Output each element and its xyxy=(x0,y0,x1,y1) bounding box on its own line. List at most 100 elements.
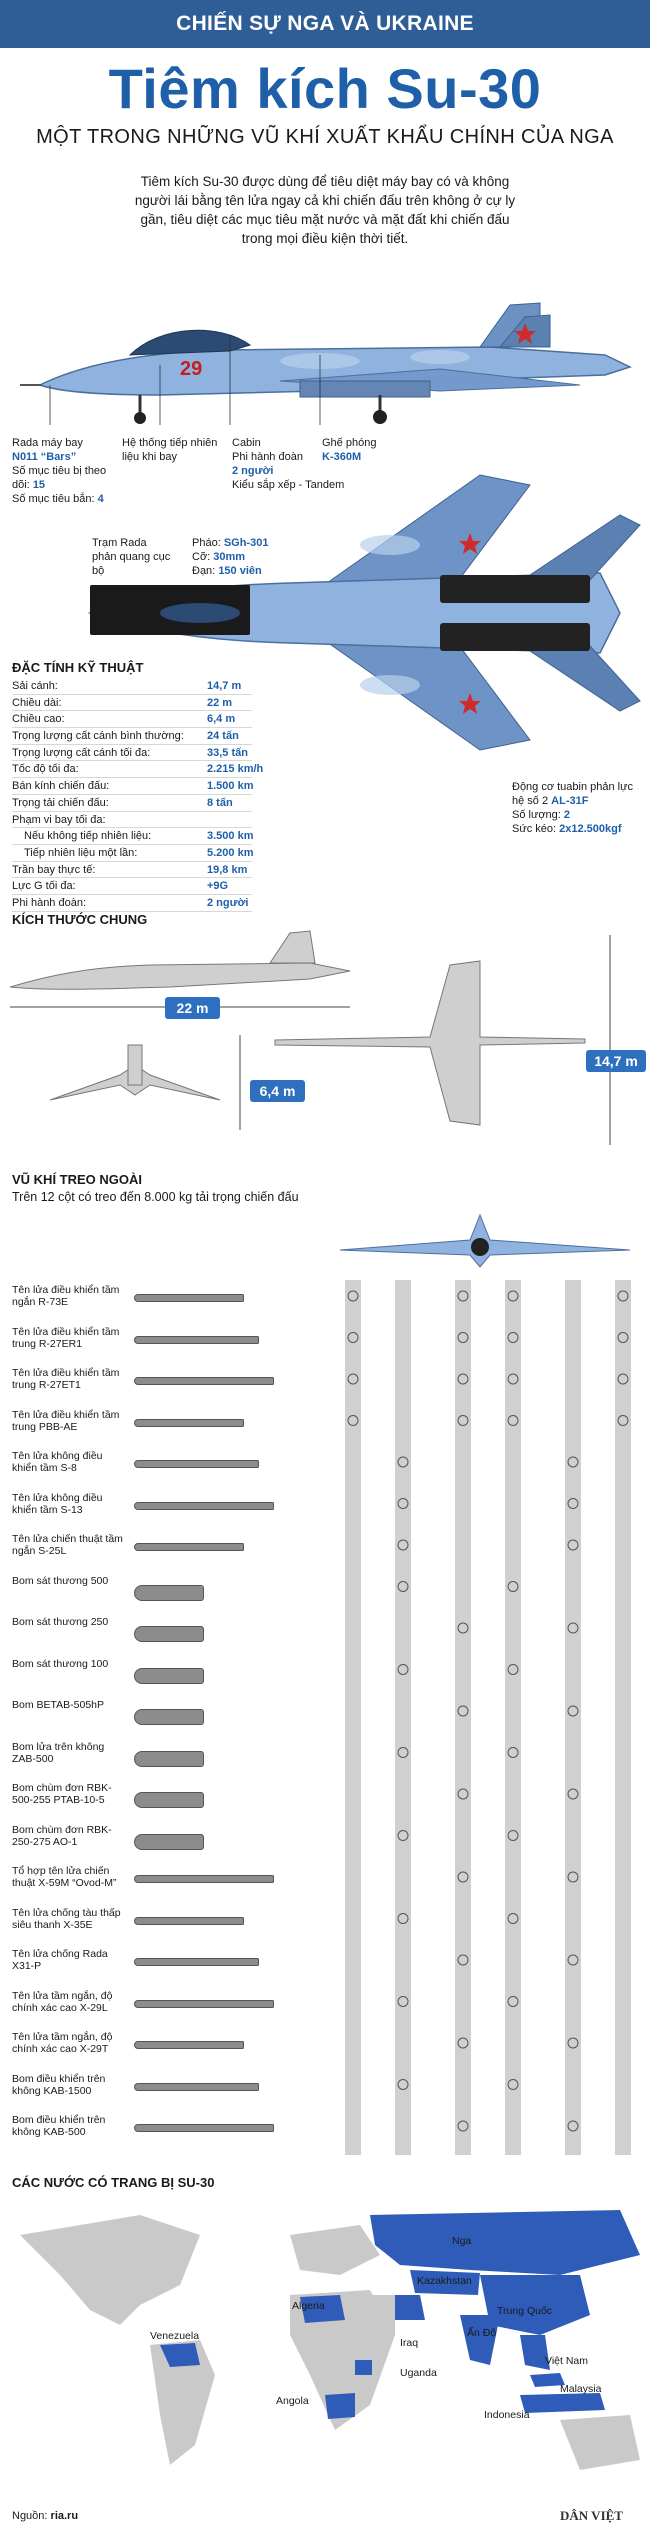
radar-targets-label: Số mục tiêu bị theo dõi: xyxy=(12,465,107,491)
weapon-name: Tên lửa chống tàu thấp siêu thanh X-35E xyxy=(12,1906,121,1931)
hardpoint-mark xyxy=(397,1664,409,1675)
caliber-label: Cỡ: xyxy=(192,551,211,563)
page-subtitle: MỘT TRONG NHỮNG VŨ KHÍ XUẤT KHẨU CHÍNH C… xyxy=(36,126,614,148)
spec-key: Trọng lượng cất cánh bình thường: xyxy=(12,730,184,743)
weapon-name: Tên lửa điều khiển tầm trung PBB-AE xyxy=(12,1408,120,1433)
map-label-kazakhstan: Kazakhstan xyxy=(417,2275,472,2287)
page-title: Tiêm kích Su-30 xyxy=(108,57,542,120)
hardpoint-grid xyxy=(345,1280,631,2155)
hardpoint-mark xyxy=(617,1290,629,1302)
spec-row: Trọng tải chiến đấu: 8 tấn xyxy=(12,795,252,812)
hardpoint-mark xyxy=(397,1913,409,1924)
hardpoint-mark xyxy=(397,1456,409,1468)
hardpoint-mark xyxy=(567,1539,579,1551)
hardpoint-mark xyxy=(457,1705,469,1717)
map-label-uganda: Uganda xyxy=(400,2367,437,2379)
hardpoint-mark xyxy=(507,1332,519,1343)
seat-title: Ghế phóng xyxy=(322,437,377,449)
weapon-silhouette-icon xyxy=(134,1916,244,1925)
hardpoint-mark xyxy=(457,1332,469,1343)
weapon-silhouette-icon xyxy=(134,1958,259,1966)
callout-engine: Động cơ tuabin phản lực hệ số 2 AL-31F S… xyxy=(512,780,642,836)
spec-key: Phi hành đoàn: xyxy=(12,896,87,909)
tail-number: 29 xyxy=(180,358,202,380)
weapon-item: Bom BETAB-505hP xyxy=(12,1695,342,1737)
map-label-indonesia: Indonesia xyxy=(484,2409,530,2421)
weapon-name: Bom điều khiển trên không KAB-1500 xyxy=(12,2072,106,2097)
spec-row: Phi hành đoàn:2 người xyxy=(12,895,252,912)
spec-key: Sải cánh: xyxy=(12,680,58,692)
cabin-crew-value: 2 người xyxy=(232,465,274,477)
spec-value: 8 tấn xyxy=(207,796,233,809)
weapon-item: Tên lửa không điều khiển tầm S-13 xyxy=(12,1488,342,1530)
engine-title: Động cơ tuabin phản lực hệ số 2 xyxy=(512,781,633,807)
weapon-silhouette-icon xyxy=(134,1543,244,1551)
world-map xyxy=(20,2210,640,2470)
source-credit: Nguồn: ria.ru xyxy=(12,2510,78,2522)
weapon-name: Tổ hợp tên lửa chiến thuật X-59M “Ovod-M… xyxy=(12,1865,117,1889)
map-label-an-do: Ấn Độ xyxy=(467,2327,497,2339)
spec-key: Trọng tải chiến đấu: xyxy=(12,796,109,809)
top-banner: CHIẾN SỰ NGA VÀ UKRAINE xyxy=(0,0,650,48)
weapon-silhouette-icon xyxy=(134,1626,204,1642)
thrust-label: Sức kéo: xyxy=(512,823,557,835)
hardpoint-mark xyxy=(507,2079,519,2090)
source-value: ria.ru xyxy=(50,2510,79,2522)
brand-logo: DÂN VIỆT xyxy=(560,2508,623,2523)
spec-value: 6,4 m xyxy=(207,713,236,726)
hardpoint-mark xyxy=(457,1415,469,1426)
callout-irst: Trạm Rada phản quang cục bộ xyxy=(92,537,171,577)
weapon-item: Tên lửa điều khiển tầm trung PBB-AE xyxy=(12,1405,342,1447)
hardpoint-mark xyxy=(567,2037,579,2049)
weapon-silhouette-icon xyxy=(134,1377,274,1385)
weapons-heading: VŨ KHÍ TREO NGOÀI xyxy=(12,1172,143,1187)
radar-attack-value: 4 xyxy=(97,493,104,505)
radar-model: N011 “Bars” xyxy=(12,451,77,463)
aircraft-top-view xyxy=(87,474,641,751)
weapon-name: Tên lửa tầm ngắn, độ chính xác cao X-29L xyxy=(12,1989,113,2014)
hardpoint-mark xyxy=(567,2120,579,2132)
weapon-name: Bom điều khiển trên không KAB-500 xyxy=(12,2114,106,2138)
weapon-item: Bom sát thương 100 xyxy=(12,1654,342,1696)
weapon-item: Tên lửa tầm ngắn, độ chính xác cao X-29T xyxy=(12,2027,342,2069)
hardpoint-mark xyxy=(397,1539,409,1551)
spec-key: Lực G tối đa: xyxy=(12,880,76,893)
spec-key: Nếu không tiếp nhiên liệu: xyxy=(24,830,152,843)
hardpoint-mark xyxy=(347,1373,359,1385)
intro-text: Tiêm kích Su-30 được dùng để tiêu diệt m… xyxy=(134,174,516,246)
weapon-silhouette-icon xyxy=(134,1501,274,1510)
spec-row: Nếu không tiếp nhiên liệu:3.500 km xyxy=(12,828,253,845)
hardpoint-marks xyxy=(347,1290,629,2132)
spec-key: Phạm vi bay tối đa: xyxy=(12,813,106,826)
hardpoint-mark xyxy=(397,1498,409,1509)
spec-key: Chiều dài: xyxy=(12,696,62,709)
spec-row: Chiều dài:22 m xyxy=(12,695,252,712)
hardpoint-mark xyxy=(507,1830,519,1841)
hardpoint-mark xyxy=(507,1581,519,1592)
spec-value: 2.215 km/h xyxy=(207,763,264,776)
spec-row: Tiếp nhiên liệu một lần:5.200 km xyxy=(12,845,253,862)
hardpoint-mark xyxy=(457,1871,469,1883)
spec-key: Bán kính chiến đấu: xyxy=(12,780,110,793)
weapon-silhouette-icon xyxy=(134,1875,274,1883)
cabin-title: Cabin xyxy=(232,437,261,449)
spec-row: Sải cánh:14,7 m xyxy=(12,678,252,695)
weapon-item: Tên lửa chiến thuật tầm ngắn S-25L xyxy=(12,1529,342,1571)
weapon-name: Bom sát thương 250 xyxy=(12,1616,109,1628)
spec-row: Trọng lượng cất cánh tối đa:33,5 tấn xyxy=(12,745,252,762)
weapon-item: Bom lửa trên không ZAB-500 xyxy=(12,1737,342,1779)
cabin-crew-label: Phi hành đoàn xyxy=(232,451,303,463)
hardpoint-mark xyxy=(457,1954,469,1966)
spec-row: Tốc độ tối đa:2.215 km/h xyxy=(12,761,263,779)
map-label-angola: Angola xyxy=(276,2395,309,2407)
spec-value: 1.500 km xyxy=(207,780,254,793)
weapon-silhouette-icon xyxy=(134,1750,204,1767)
weapon-name: Bom sát thương 100 xyxy=(12,1657,109,1670)
weapon-item: Tổ hợp tên lửa chiến thuật X-59M “Ovod-M… xyxy=(12,1861,342,1903)
hardpoint-mark xyxy=(617,1415,629,1426)
weapon-name: Bom chùm đơn RBK-500-255 PTAB-10-5 xyxy=(12,1782,112,1806)
map-label-iraq: Iraq xyxy=(400,2337,419,2349)
weapon-silhouette-icon xyxy=(134,1584,204,1601)
weapon-item: Tên lửa điều khiển tầm trung R-27ER1 xyxy=(12,1322,342,1364)
weapon-name: Tên lửa không điều khiển tầm S-8 xyxy=(12,1450,103,1474)
